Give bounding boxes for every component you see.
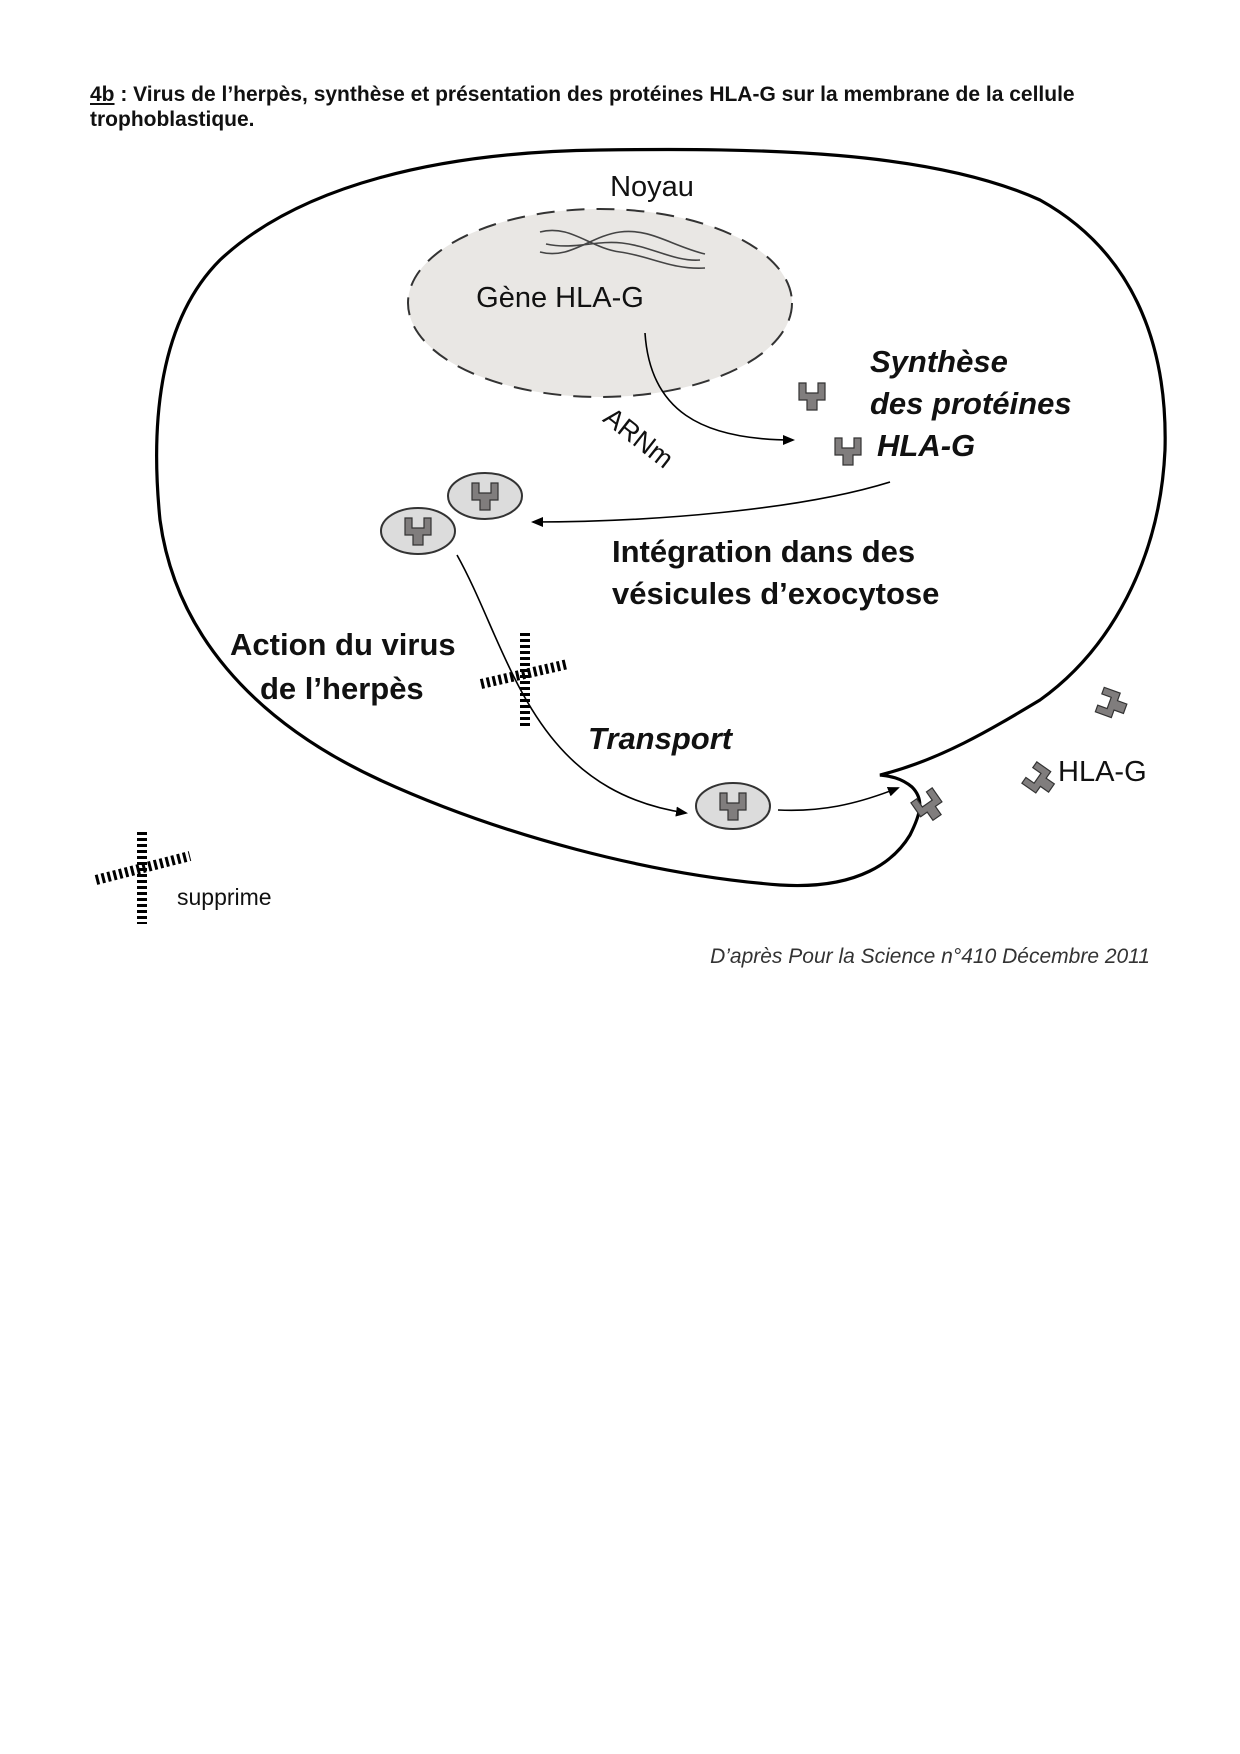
cell-membrane bbox=[155, 147, 1167, 888]
gene-icon bbox=[539, 229, 706, 269]
synthesis-label: Synthèse des protéines HLA-G bbox=[870, 344, 1080, 463]
virus-action-label-line: Action du virus bbox=[230, 627, 456, 662]
legend-label: supprime bbox=[177, 884, 272, 910]
virus-action-label-line: de l’herpès bbox=[260, 671, 424, 706]
integration-label-line: Intégration dans des bbox=[612, 534, 915, 569]
membrane-hla-g-protein-icon bbox=[1021, 761, 1060, 800]
integration-arrow bbox=[531, 481, 891, 527]
transport-arrow bbox=[456, 554, 688, 817]
gene-label: Gène HLA-G bbox=[476, 282, 644, 314]
exocytosis-arrow bbox=[777, 787, 900, 812]
integration-label-line: vésicules d’exocytose bbox=[612, 576, 939, 611]
source-citation: D’après Pour la Science n°410 Décembre 2… bbox=[710, 945, 1150, 968]
mrna-arrow bbox=[644, 332, 795, 445]
nucleus bbox=[407, 208, 793, 398]
membrane-hla-g-label: HLA-G bbox=[1058, 756, 1147, 788]
mrna-label: ARNm bbox=[598, 402, 679, 475]
exocytosis-vesicle bbox=[447, 472, 523, 520]
hla-g-protein-icon bbox=[834, 437, 862, 466]
hla-g-protein-icon bbox=[798, 382, 826, 411]
synthesis-label-line: HLA-G bbox=[877, 428, 975, 463]
cell-diagram: Noyau Gène HLA-G ARNm Synthèse des proté… bbox=[94, 147, 1167, 924]
nucleus-label: Noyau bbox=[610, 171, 694, 203]
virus-action-label: Action du virus de l’herpès bbox=[230, 627, 464, 706]
integration-label: Intégration dans des vésicules d’exocyto… bbox=[612, 534, 939, 611]
exocytosis-vesicle bbox=[695, 782, 771, 830]
synthesis-label-line: des protéines bbox=[870, 386, 1072, 421]
figure-caption-text: : Virus de l’herpès, synthèse et présent… bbox=[90, 83, 1075, 131]
membrane-hla-g-protein-icon bbox=[1094, 686, 1131, 722]
suppression-cross-icon bbox=[479, 633, 570, 727]
synthesis-label-line: Synthèse bbox=[870, 344, 1008, 379]
legend-suppression-cross-icon bbox=[94, 832, 192, 924]
transport-label: Transport bbox=[588, 721, 734, 756]
figure-tag: 4b bbox=[90, 83, 115, 106]
exocytosis-vesicle bbox=[380, 507, 456, 555]
figure-caption: 4b : Virus de l’herpès, synthèse et prés… bbox=[90, 82, 1170, 132]
